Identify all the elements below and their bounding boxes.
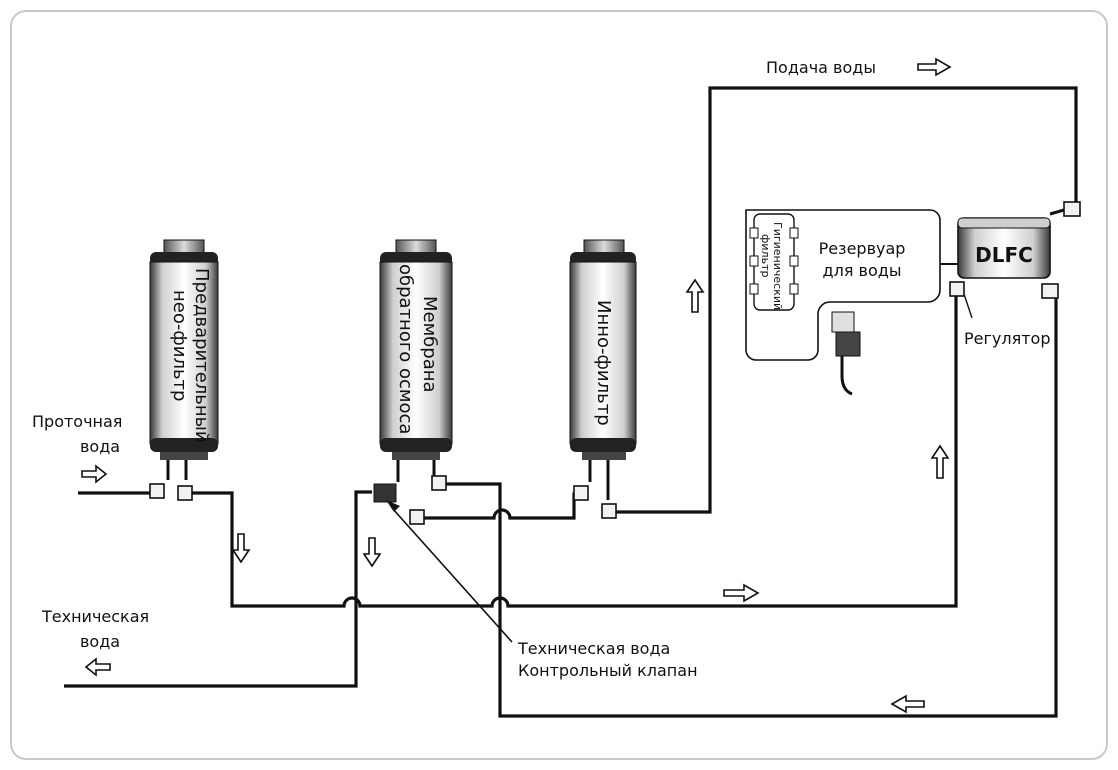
inno-outlet-fitting [601, 503, 617, 519]
check-valve-pointer [386, 500, 513, 643]
arrow-up-icon [930, 444, 950, 479]
dlfc-top-fitting [1063, 201, 1081, 217]
arrow-left-icon [890, 694, 925, 714]
inlet-label-2: вода [80, 437, 120, 456]
arrow-up-icon [685, 278, 705, 313]
regulator-fitting [949, 281, 965, 297]
membrane-return-pipe [440, 290, 1058, 718]
check-valve-label-1: Техническая вода [517, 639, 670, 658]
pipes [64, 86, 1078, 718]
hygienic-filter: Гигиенический фильтр [749, 213, 799, 311]
supply-label: Подача воды [766, 58, 876, 77]
check-valve [373, 483, 397, 503]
waste-water-pipe [64, 490, 372, 688]
arrow-down-icon [231, 533, 251, 564]
reservoir-faucet [831, 311, 861, 396]
membrane-to-inno-pipe [416, 492, 580, 520]
ro-membrane-cartridge: Мембрана обратного осмоса [373, 239, 453, 525]
regulator-label: Регулятор [964, 329, 1050, 348]
prefilter-output-pipe [188, 290, 958, 608]
reservoir-label-2: для воды [823, 261, 902, 280]
arrow-down-icon [362, 537, 382, 568]
dlfc-unit: DLFC [949, 201, 1081, 299]
membrane-label-2: обратного осмоса [395, 264, 416, 434]
flow-arrows [81, 57, 952, 714]
inno-filter-cartridge: Инно-фильтр [569, 239, 637, 519]
membrane-label-1: Мембрана [419, 296, 440, 393]
prefilter-outlet-fitting [177, 485, 193, 501]
waste-label-1: Техническая [41, 607, 149, 626]
reservoir-label-1: Резервуар [819, 239, 906, 258]
prefilter-label-2: нео-фильтр [169, 290, 190, 401]
waste-label-2: вода [80, 632, 120, 651]
dlfc-label: DLFC [975, 243, 1033, 267]
dlfc-outlet-fitting [1041, 283, 1059, 299]
water-reservoir: Гигиенический фильтр Резервуар для воды [745, 209, 941, 396]
prefilter-inlet-fitting [149, 483, 165, 499]
inno-filter-label: Инно-фильтр [593, 300, 614, 426]
inno-inlet-fitting [573, 485, 589, 501]
hygienic-filter-label-2: фильтр [759, 234, 772, 277]
arrow-right-icon [81, 464, 108, 484]
regulator-pointer [963, 293, 973, 319]
membrane-outlet-fitting [431, 475, 447, 491]
arrow-right-icon [723, 583, 760, 603]
inlet-label-1: Проточная [32, 412, 122, 431]
arrow-left-icon [84, 657, 111, 677]
prefilter-cartridge: Предварительный нео-фильтр [149, 239, 219, 501]
arrow-right-icon [917, 57, 952, 77]
prefilter-label-1: Предварительный [191, 268, 212, 443]
hygienic-filter-label-1: Гигиенический [771, 222, 784, 310]
inno-output-pipe [612, 86, 1078, 514]
membrane-side-fitting [409, 509, 425, 525]
check-valve-label-2: Контрольный клапан [518, 661, 698, 680]
